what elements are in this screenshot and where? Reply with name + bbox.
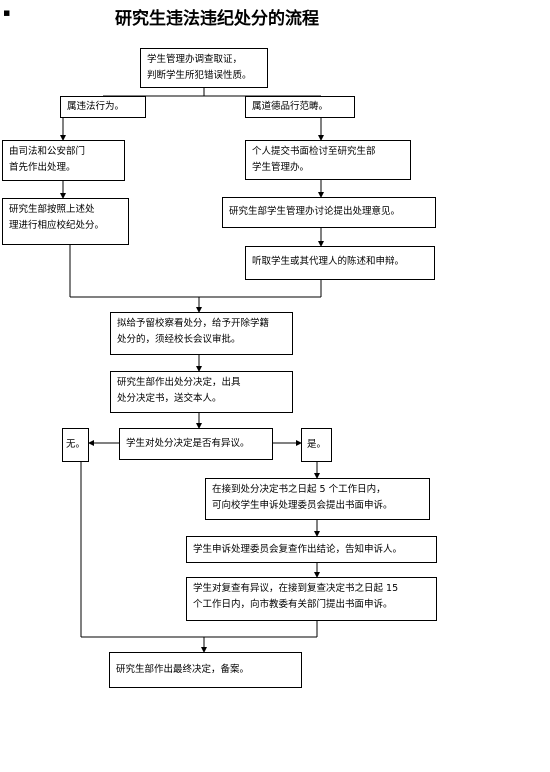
node-follow-up: 研究生部按照上述处 理进行相应校纪处分。 [2, 198, 129, 245]
node-expel: 拟给予留校察看处分，给予开除学籍 处分的，须经校长会议审批。 [110, 312, 293, 355]
node-hear: 听取学生或其代理人的陈述和申辩。 [245, 246, 435, 280]
node-decide: 研究生部作出处分决定，出具 处分决定书，送交本人。 [110, 371, 293, 413]
page-title: 研究生违法违纪处分的流程 [115, 9, 319, 29]
node-review: 学生申诉处理委员会复查作出结论，告知申诉人。 [186, 536, 437, 563]
node-police: 由司法和公安部门 首先作出处理。 [2, 140, 125, 181]
bullet-mark: ▪ [3, 6, 11, 19]
node-discuss: 研究生部学生管理办讨论提出处理意见。 [222, 197, 436, 228]
node-self-review: 个人提交书面检讨至研究生部 学生管理办。 [245, 140, 411, 180]
node-final: 研究生部作出最终决定，备案。 [109, 652, 302, 688]
node-appeal: 在接到处分决定书之日起 5 个工作日内， 可向校学生申诉处理委员会提出书面申诉。 [205, 478, 430, 520]
node-further: 学生对复查有异议，在接到复查决定书之日起 15 个工作日内，向市教委有关部门提出… [186, 577, 437, 621]
node-investigate: 学生管理办调查取证， 判断学生所犯错误性质。 [140, 48, 268, 88]
node-objection: 学生对处分决定是否有异议。 [119, 428, 273, 460]
node-yes: 是。 [301, 428, 332, 462]
node-no: 无。 [62, 428, 89, 462]
node-moral: 属道德品行范畴。 [245, 96, 355, 118]
node-illegal: 属违法行为。 [60, 96, 146, 118]
